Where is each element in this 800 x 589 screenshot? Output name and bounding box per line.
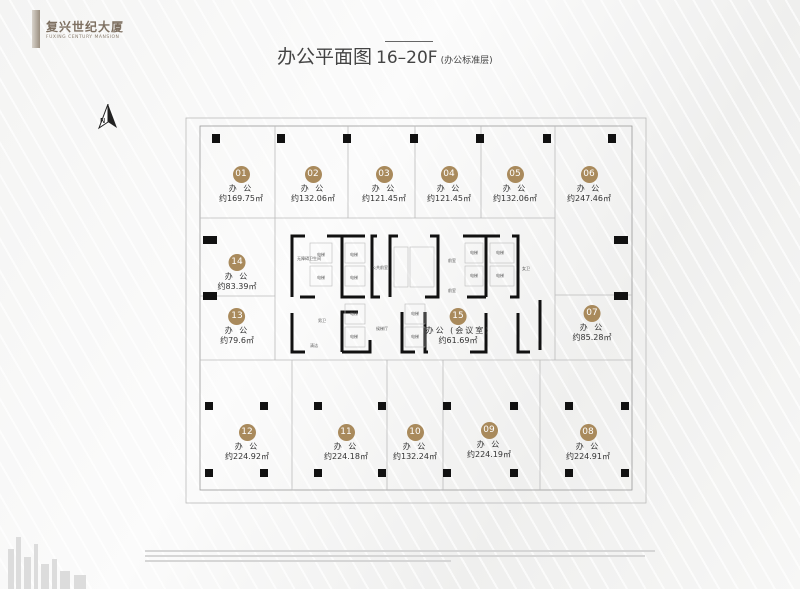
unit-area: 约224.19㎡ [467,450,511,459]
core-label-elevator: 电梯 [496,250,504,255]
unit-area: 约121.45㎡ [362,194,406,203]
unit-number-badge: 07 [583,305,601,322]
unit-area: 约224.91㎡ [566,452,610,461]
unit-type: 办 公 [436,184,462,193]
core-label-elevator: 电梯 [411,334,419,339]
core-label-elevator: 电梯 [496,273,504,278]
unit-area: 约224.92㎡ [225,452,269,461]
core-label-public-lobby: 公共前室 [372,265,388,270]
core-label-elevator: 电梯 [350,275,358,280]
unit-area: 约132.24㎡ [393,452,437,461]
unit-type: 办 公 [228,184,254,193]
core-label-elevator: 电梯 [350,311,358,316]
unit-type: 办 公 [576,184,602,193]
core-label-elevator: 电梯 [470,250,478,255]
unit-type: 办 公 [224,326,250,335]
unit-number-badge: 08 [579,424,597,441]
unit-number-badge: 05 [506,166,524,183]
unit-area: 约83.39㎡ [217,282,257,291]
unit-type: 办 公 [371,184,397,193]
core-label-lobby: 前室 [448,258,456,263]
unit-type: 办 公 [579,323,605,332]
core-label-elevator: 电梯 [317,275,325,280]
unit-type: 办 公 [502,184,528,193]
north-arrow-icon: N [97,103,119,134]
unit-area: 约61.69㎡ [438,336,478,345]
unit-number-badge: 15 [449,308,467,325]
unit-type: 办 公 [476,440,502,449]
unit-number-badge: 03 [375,166,393,183]
unit-number-badge: 10 [406,424,424,441]
core-label-elevator: 电梯 [411,311,419,316]
unit-number-badge: 14 [228,254,246,271]
core-label-elevator: 电梯 [350,252,358,257]
title-rule [385,41,433,42]
floor-range: 16–20F [376,48,438,68]
unit-type: 办 公 [234,442,260,451]
unit-area: 约132.06㎡ [493,194,537,203]
unit-number-badge: 13 [228,308,246,325]
city-skyline-decoration [8,537,86,589]
logo-tower-icon [32,10,40,48]
unit-area: 约85.28㎡ [572,333,612,342]
unit-number-badge: 06 [580,166,598,183]
unit-type: 办 公 [224,272,250,281]
core-label-elevator: 电梯 [317,252,325,257]
unit-type: 办 公 [333,442,359,451]
unit-area: 约121.45㎡ [427,194,471,203]
core-label-elevator-hall: 候梯厅 [376,326,388,331]
brand-name-cn: 复兴世纪大厦 [46,20,125,34]
core-label-lobby: 前室 [448,288,456,293]
title-subtitle: (办公标准层) [440,56,493,66]
north-label: N [100,117,106,125]
brand-name-en: FUXING CENTURY MANSION [46,35,120,40]
core-label-accessible-wc: 无障碍卫生间 [297,256,321,261]
unit-type: 办 公 [402,442,428,451]
core-label-male-wc: 男卫 [318,318,326,323]
unit-area: 约132.06㎡ [291,194,335,203]
unit-type: 办 公 [300,184,326,193]
unit-area: 约224.18㎡ [324,452,368,461]
unit-number-badge: 12 [238,424,256,441]
footnote-disclaimer [145,550,655,565]
unit-number-badge: 04 [440,166,458,183]
unit-number-badge: 11 [337,424,355,441]
core-label-elevator: 电梯 [470,273,478,278]
title-text: 办公平面图 [277,46,373,68]
unit-type: 办公 (会议室) [425,326,491,335]
unit-area: 约247.46㎡ [567,194,611,203]
core-label-cleaning: 清洁 [310,343,318,348]
unit-number-badge: 01 [232,166,250,183]
core-label-elevator: 电梯 [350,334,358,339]
unit-type: 办 公 [575,442,601,451]
brand-logo: 复兴世纪大厦 FUXING CENTURY MANSION [30,8,130,48]
unit-area: 约169.75㎡ [219,194,263,203]
unit-area: 约79.6㎡ [220,336,254,345]
unit-number-badge: 09 [480,422,498,439]
core-label-female-wc: 女卫 [522,266,530,271]
unit-number-badge: 02 [304,166,322,183]
